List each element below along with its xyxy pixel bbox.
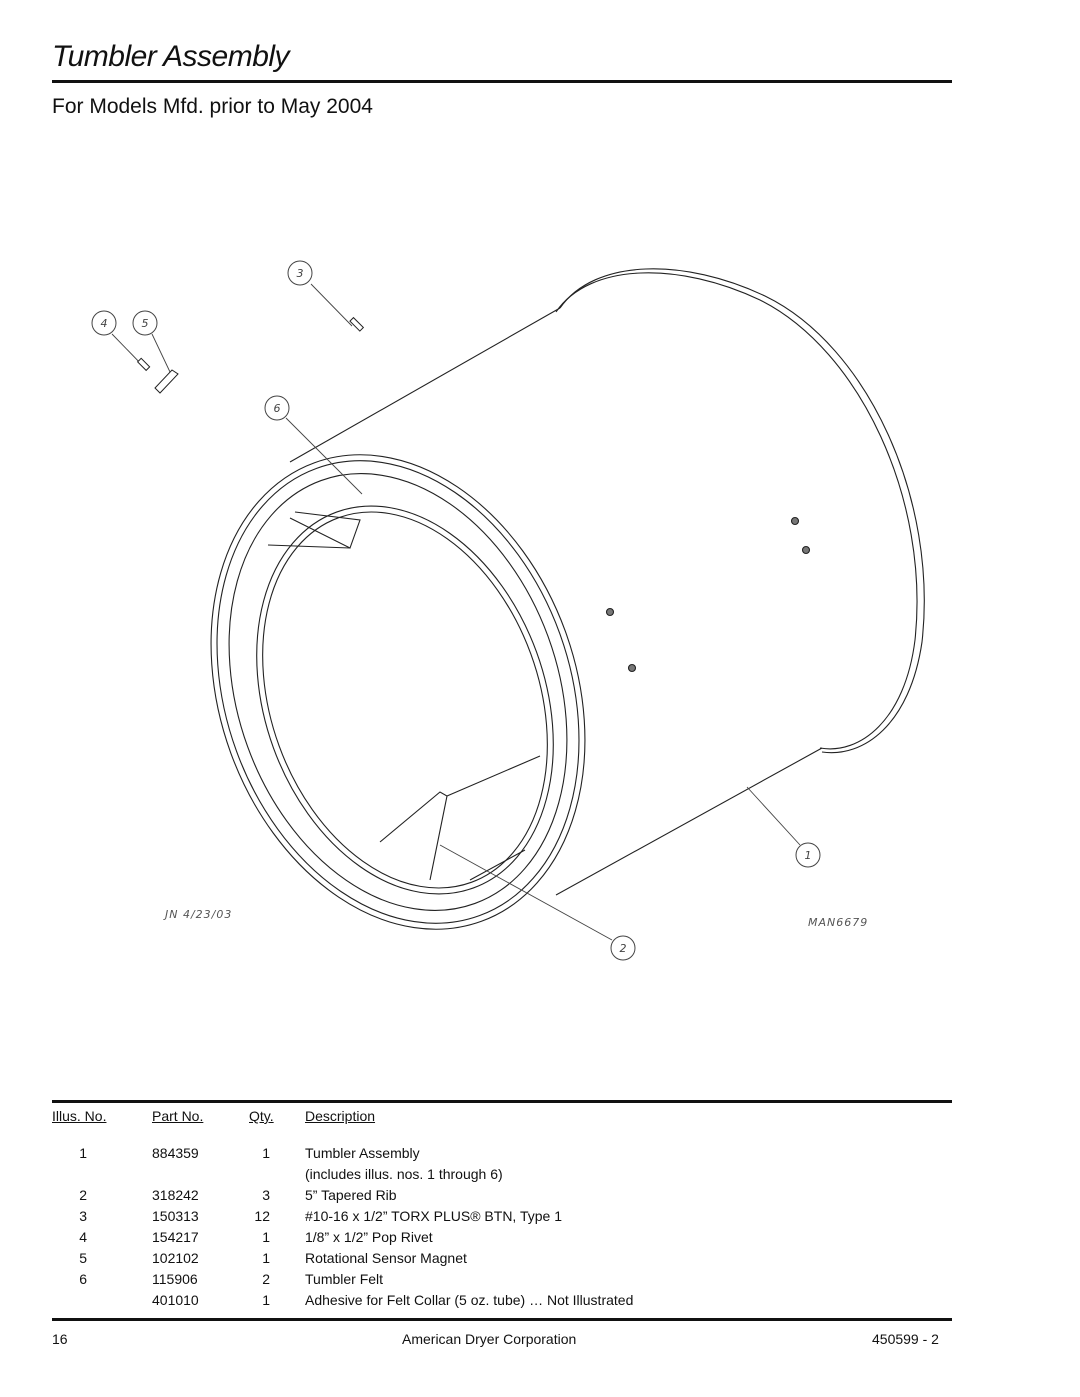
doc-number: 450599 - 2 [872,1331,939,1347]
table-row: 4 154217 1 1/8” x 1/2” Pop Rivet [79,1229,433,1245]
footer-rule [52,1318,952,1321]
callout-6-label: 6 [274,402,281,415]
table-row: 401010 1 Adhesive for Felt Collar (5 oz.… [152,1292,634,1308]
table-row: 6 115906 2 Tumbler Felt [79,1271,384,1287]
rib-top [289,511,361,549]
callout-4-label: 4 [101,317,108,330]
drum-bottom-edge [555,747,823,896]
drawing-id-stamp: MAN6679 [808,916,868,929]
col-header-desc: Description [305,1108,376,1124]
table-row: (includes illus. nos. 1 through 6) [305,1166,503,1182]
title-rule [52,80,952,83]
table-row: 5 102102 1 Rotational Sensor Magnet [79,1250,467,1266]
callout-3-label: 3 [297,267,304,280]
callout-4-bubble [91,310,117,336]
callout-2-bubble [610,935,636,961]
col-header-part: Part No. [152,1108,204,1124]
page-subtitle: For Models Mfd. prior to May 2004 [52,95,373,118]
callout-5-bubble [132,310,158,336]
callout-2-label: 2 [620,942,627,955]
callout-5-label: 5 [142,317,149,330]
drawn-by-stamp: JN 4/23/03 [163,908,232,921]
front-rim-outer [210,454,586,930]
front-rim-inner [228,473,568,911]
back-rim [555,272,918,750]
page-title: Tumbler Assembly [52,40,290,73]
front-opening-inner [262,511,548,889]
col-header-qty: Qty. [249,1108,274,1124]
col-header-illus: Illus. No. [52,1108,107,1124]
callout-3-bubble [287,260,313,286]
page-number: 16 [52,1331,68,1347]
callout-6-bubble [264,395,290,421]
table-row: 3 150313 12 #10-16 x 1/2” TORX PLUS® BTN… [79,1208,562,1224]
callout-1-label: 1 [805,849,812,862]
rib-bottom [379,791,448,881]
callout-1-bubble [795,842,821,868]
table-row: 1 884359 1 Tumbler Assembly [79,1145,420,1161]
front-opening [256,505,554,895]
tumbler-drawing: 1 2 3 4 5 6 JN 4/23/03 MAN6679 [91,260,925,961]
table-top-rule [52,1100,952,1103]
drum-top-edge [289,307,561,463]
table-row: 2 318242 3 5” Tapered Rib [79,1187,397,1203]
footer-company: American Dryer Corporation [402,1331,577,1347]
front-rim-mid [216,460,580,924]
back-rim-outer [559,268,925,754]
